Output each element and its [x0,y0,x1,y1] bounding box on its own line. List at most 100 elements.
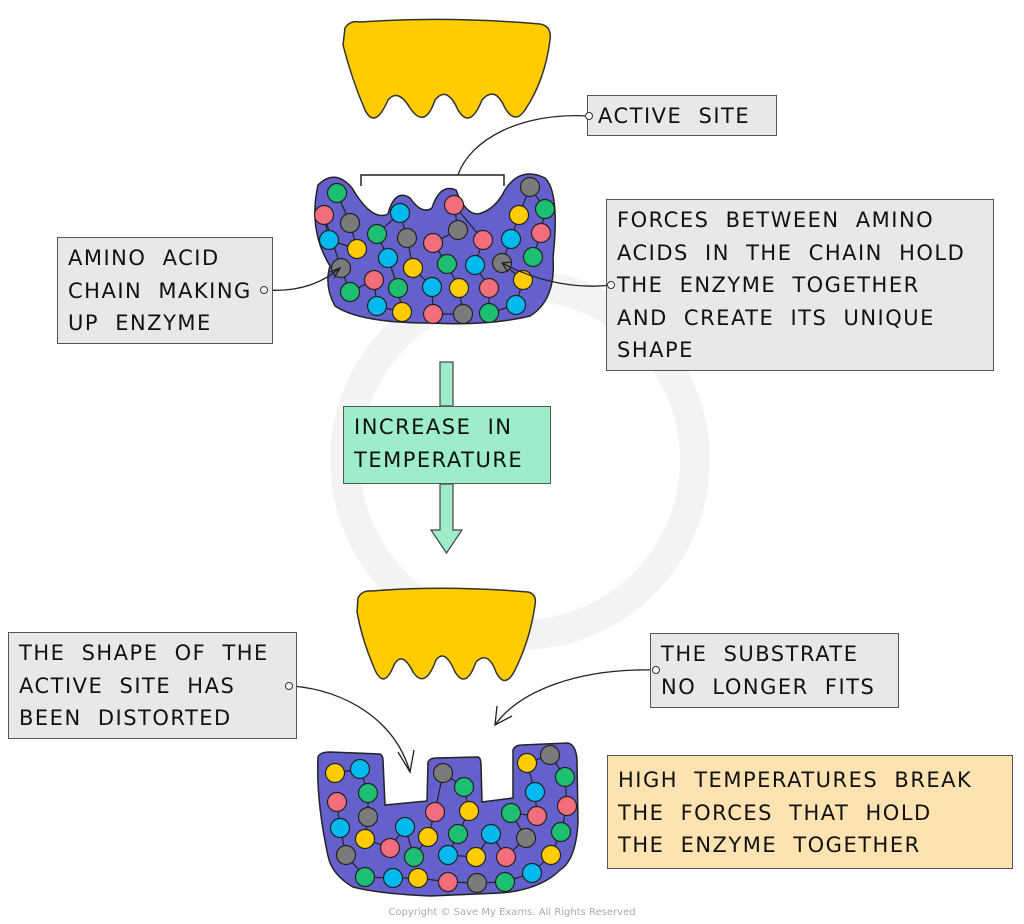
amino-acid [366,295,388,317]
label-text: AMINO ACID [68,246,220,270]
amino-acid [394,816,416,838]
label-pin-icon [652,666,660,674]
amino-acid [519,176,541,198]
label-text: FORCES BETWEEN AMINO [617,208,935,232]
amino-acid [458,800,480,822]
amino-acid [516,752,538,774]
label-text: ACIDS IN THE CHAIN HOLD [617,240,966,265]
amino-acid [464,254,486,276]
distorted-pointer [291,685,415,774]
label-increase-temperature: INCREASE IN TEMPERATURE [343,406,551,484]
label-shape-distorted: THE SHAPE OF THE ACTIVE SITE HAS BEEN DI… [8,632,297,739]
amino-acid [453,776,475,798]
amino-acid [500,802,522,824]
amino-acid [554,766,576,788]
amino-acid [366,223,388,245]
amino-acid [522,246,544,268]
amino-acid [556,795,578,817]
label-text: TEMPERATURE [354,447,524,472]
amino-acid [349,758,371,780]
amino-acid [396,227,418,249]
amino-acid [521,862,543,884]
amino-acid [339,281,361,303]
label-text: BEEN DISTORTED [19,706,232,730]
amino-acid [354,828,376,850]
amino-chain-pointer [265,266,342,291]
amino-acid [387,277,409,299]
amino-acid [329,817,351,839]
label-substrate-no-fit: THE SUBSTRATE NO LONGER FITS [650,633,899,708]
amino-acid [443,194,465,216]
amino-acid-chain-top [313,176,556,325]
label-text: ACTIVE SITE HAS [19,673,236,698]
amino-acid [448,277,470,299]
amino-acid [512,269,534,291]
label-text: INCREASE IN [354,415,513,439]
label-text: ACTIVE SITE [598,104,751,128]
amino-acid [339,212,361,234]
label-text: THE ENZYME TOGETHER [618,833,921,857]
amino-acid [377,247,399,269]
forces-pointer [500,261,612,287]
amino-acid [466,872,488,894]
amino-acid [530,222,552,244]
label-forces: FORCES BETWEEN AMINO ACIDS IN THE CHAIN … [606,199,994,371]
label-text: NO LONGER FITS [661,674,876,699]
amino-acid [526,805,548,827]
label-pin-icon [260,286,268,294]
amino-acid [421,276,443,298]
amino-acid [432,762,454,784]
amino-acid [437,844,459,866]
amino-acid [505,294,527,316]
amino-acid [500,228,522,250]
amino-acid [524,781,546,803]
amino-acid [407,867,429,889]
label-text: THE SHAPE OF THE [19,641,269,665]
amino-acid [539,744,561,766]
label-pin-icon [585,112,593,120]
label-amino-acid-chain: AMINO ACID CHAIN MAKING UP ENZYME [57,237,273,344]
amino-acid [495,846,517,868]
amino-acid [417,826,439,848]
label-pin-icon [607,281,615,289]
amino-acid [480,823,502,845]
label-text: AND CREATE ITS UNIQUE [617,305,935,330]
amino-acid [534,198,556,220]
label-pin-icon [285,682,293,690]
amino-acid [363,269,385,291]
amino-acid [335,844,357,866]
amino-acid [403,846,425,868]
amino-acid [494,871,516,893]
amino-acid [354,866,376,888]
label-text: HIGH TEMPERATURES BREAK [618,768,973,792]
amino-acid [357,806,379,828]
copyright-notice: Copyright © Save My Exams. All Rights Re… [388,907,636,918]
amino-acid [326,182,348,204]
amino-acid-chain-bottom [324,744,578,894]
amino-acid [508,204,530,226]
amino-acid [436,253,458,275]
amino-acid [540,844,562,866]
amino-acid [326,791,348,813]
active-site-bracket [360,174,505,186]
active-site-pointer-line [457,114,590,176]
label-text: THE FORCES THAT HOLD [618,800,932,825]
label-text: SHAPE [617,338,694,362]
amino-acid [472,229,494,251]
amino-acid [402,257,424,279]
amino-acid [313,204,335,226]
amino-acid [515,827,537,849]
amino-acid [346,238,368,260]
amino-acid [447,823,469,845]
amino-acid [452,303,474,325]
amino-acid [379,837,401,859]
amino-acid [382,867,404,889]
amino-acid [447,219,469,241]
label-text: THE ENZYME TOGETHER [617,273,920,297]
amino-acid [465,846,487,868]
amino-acid [422,303,444,325]
amino-acid [318,229,340,251]
label-active-site: ACTIVE SITE [587,95,777,136]
amino-acid [330,257,352,279]
